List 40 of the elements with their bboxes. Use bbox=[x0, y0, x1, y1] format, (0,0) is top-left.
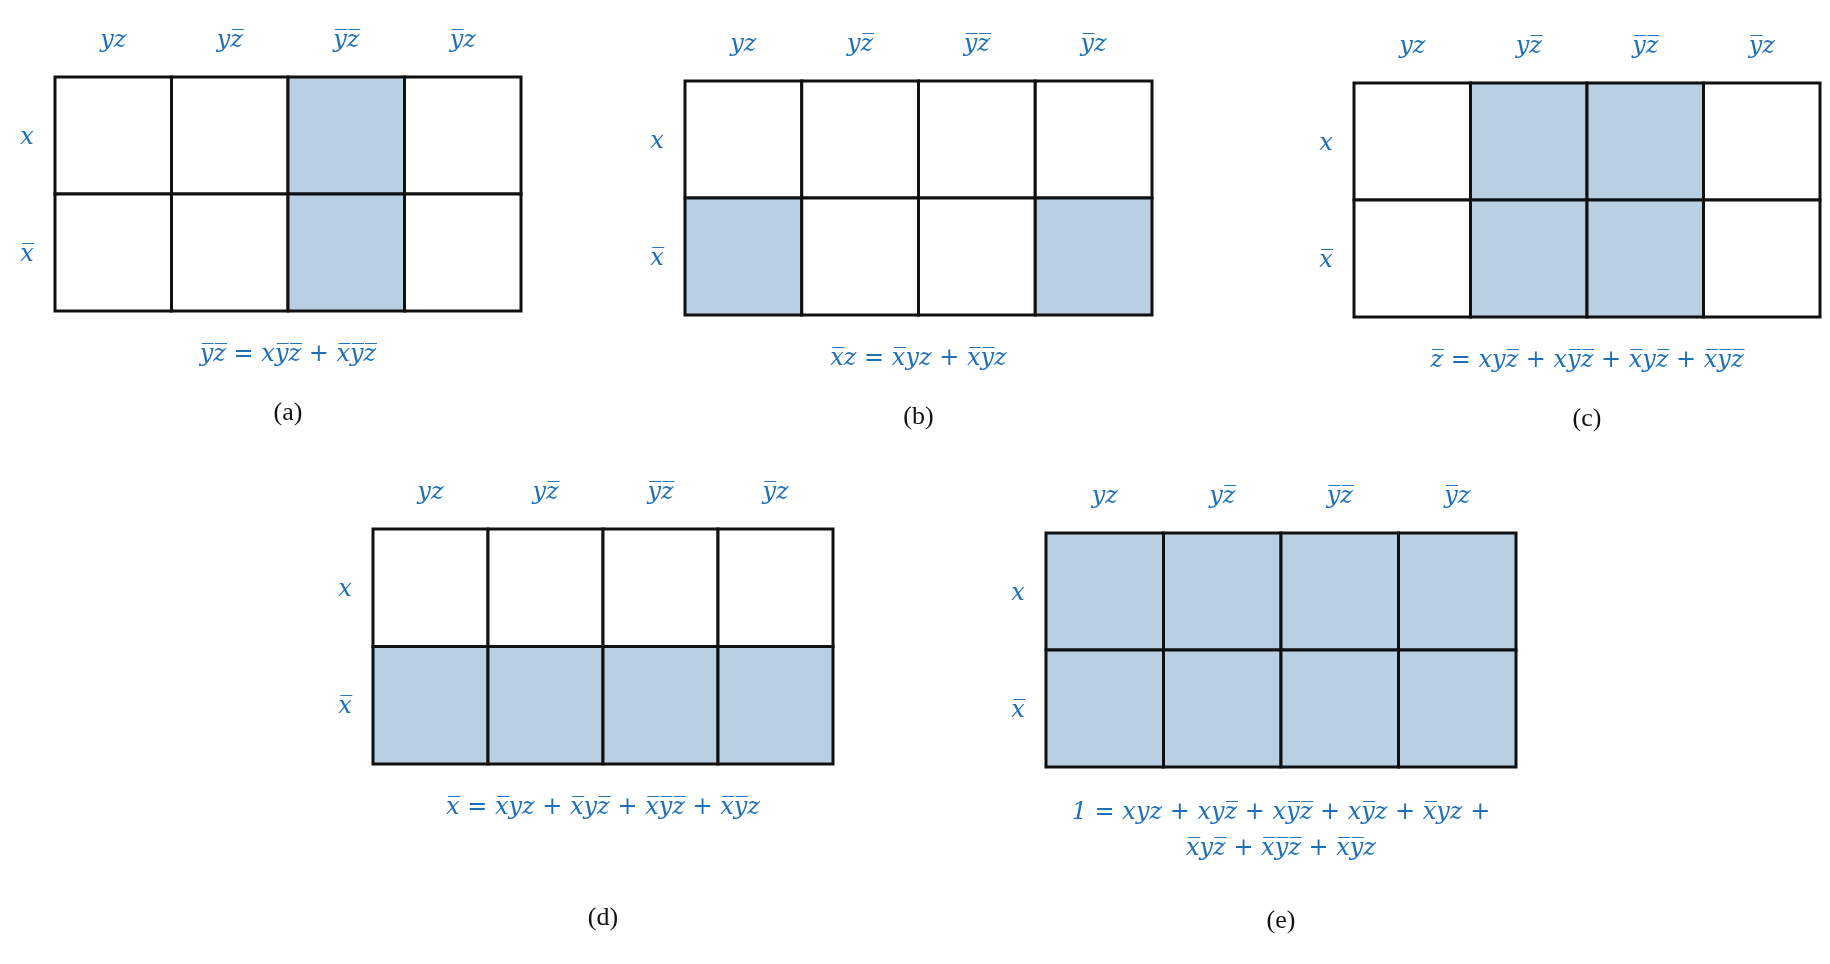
column-header: y̅z bbox=[762, 476, 789, 507]
panel-letter: (c) bbox=[1572, 401, 1602, 434]
column-header: y̅z̅ bbox=[1632, 30, 1659, 61]
column-header: yz bbox=[100, 24, 127, 55]
column-header: yz bbox=[1399, 30, 1426, 61]
boolean-equation: y̅z̅ = xy̅z̅ + x̅y̅z̅ bbox=[199, 338, 377, 369]
column-header: y̅z̅ bbox=[333, 24, 360, 55]
panel-letter: (a) bbox=[273, 395, 303, 428]
row-header: x̅ bbox=[1319, 243, 1333, 275]
column-header: y̅z̅ bbox=[963, 28, 990, 59]
panel-letter: (d) bbox=[587, 900, 619, 933]
row-header: x̅ bbox=[650, 241, 664, 273]
row-header: x bbox=[650, 124, 664, 156]
column-header: y̅z bbox=[1080, 28, 1107, 59]
column-header: y̅z bbox=[1444, 480, 1471, 511]
column-header: yz bbox=[1091, 480, 1118, 511]
boolean-equation: 1 = xyz + xyz̅ + xy̅z̅ + xy̅z + x̅yz + x̅yz̅ + x̅y̅z̅ + x̅y̅z bbox=[1070, 796, 1492, 863]
row-header: x bbox=[20, 120, 34, 152]
boolean-equation: z̅ = xyz̅ + xy̅z̅ + x̅yz̅ + x̅y̅z̅ bbox=[1430, 344, 1744, 375]
boolean-equation: x̅z = x̅yz + x̅y̅z bbox=[830, 342, 1007, 373]
column-header: y̅z̅ bbox=[1326, 480, 1353, 511]
column-header: y̅z bbox=[1748, 30, 1775, 61]
column-header: yz̅ bbox=[532, 476, 559, 507]
boolean-equation: x̅ = x̅yz + x̅yz̅ + x̅y̅z̅ + x̅y̅z bbox=[446, 791, 760, 822]
column-header: yz̅ bbox=[1515, 30, 1542, 61]
column-header: yz bbox=[730, 28, 757, 59]
column-header: yz bbox=[417, 476, 444, 507]
row-header: x̅ bbox=[1011, 693, 1025, 725]
column-header: y̅z bbox=[449, 24, 476, 55]
row-header: x̅ bbox=[20, 237, 34, 269]
row-header: x bbox=[338, 572, 352, 604]
row-header: x bbox=[1011, 576, 1025, 608]
row-header: x̅ bbox=[338, 690, 352, 722]
panel-letter: (b) bbox=[903, 399, 934, 432]
column-header: y̅z̅ bbox=[647, 476, 674, 507]
row-header: x bbox=[1319, 126, 1333, 158]
column-header: yz̅ bbox=[216, 24, 243, 55]
panel-letter: (e) bbox=[1266, 903, 1296, 936]
column-header: yz̅ bbox=[1209, 480, 1236, 511]
column-header: yz̅ bbox=[847, 28, 874, 59]
